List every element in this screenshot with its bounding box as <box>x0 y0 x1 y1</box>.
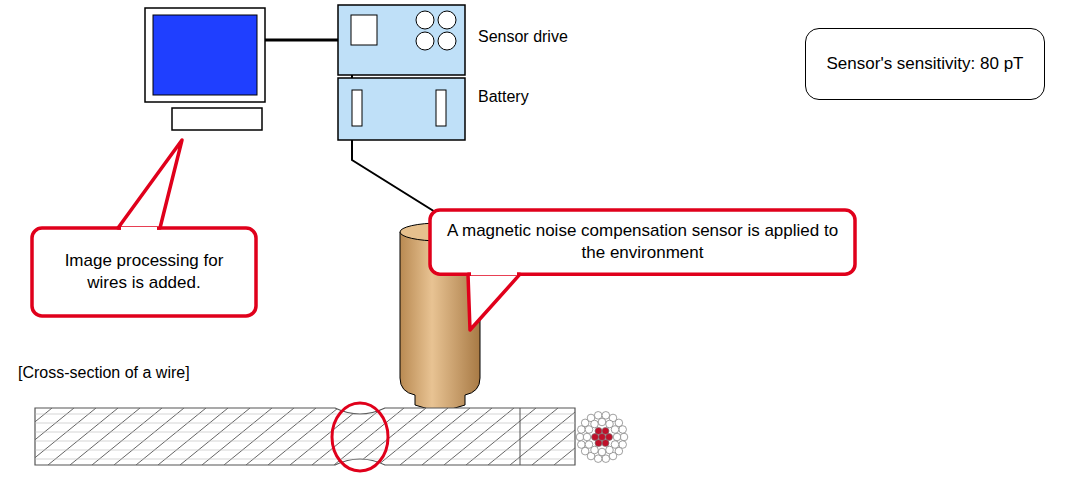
strand-line <box>202 408 272 465</box>
strand-line <box>466 408 536 465</box>
strand-line <box>180 408 250 465</box>
strand-line <box>4 408 74 465</box>
strand-circle <box>594 455 602 463</box>
strand-line <box>48 408 118 465</box>
strand-circle <box>591 420 599 428</box>
strand-line <box>444 408 514 465</box>
strand-circle <box>585 441 593 449</box>
callout-tail <box>468 274 520 330</box>
strand-line <box>554 408 624 465</box>
strand-line <box>35 450 575 451</box>
strand-circle <box>578 441 586 449</box>
strand-circle <box>576 433 584 441</box>
callout-box: Image processing for wires is added. <box>32 228 256 316</box>
strand-line <box>70 408 140 465</box>
callout-tail <box>118 140 182 228</box>
strand-line <box>92 408 162 465</box>
figure-label: [Cross-section of a wire] <box>18 364 190 382</box>
strand-circle <box>599 434 606 441</box>
strand-line <box>158 408 228 465</box>
strand-circle <box>594 412 602 420</box>
cable <box>265 39 338 42</box>
strand-line <box>422 408 492 465</box>
callout-join <box>121 227 157 232</box>
strand-line <box>400 408 470 465</box>
strand-line <box>0 408 30 465</box>
strand-line <box>576 408 646 465</box>
strand-line <box>26 408 96 465</box>
node-text: Sensor's sensitivity: 80 pT <box>827 53 1024 75</box>
strand-line <box>35 459 575 460</box>
strand-line <box>312 408 382 465</box>
callout-join <box>471 270 517 275</box>
strand-line <box>224 408 294 465</box>
strand-line <box>35 423 575 424</box>
strand-circle <box>620 433 628 441</box>
strand-line <box>136 408 206 465</box>
sensor-drive-unit <box>338 5 465 140</box>
strand-line <box>268 408 338 465</box>
wire-cross-section <box>576 412 628 463</box>
strand-circle <box>613 433 621 441</box>
strand-line <box>290 408 360 465</box>
strand-line <box>356 408 426 465</box>
strand-line <box>35 414 575 415</box>
strand-circle <box>611 426 619 434</box>
callout-outline <box>32 228 256 316</box>
strand-line <box>35 432 575 433</box>
node-text: A magnetic noise compensation sensor is … <box>442 220 843 264</box>
defect-marker <box>332 403 388 471</box>
strand-line <box>334 408 404 465</box>
strand-circle <box>619 426 627 434</box>
strand-circle <box>602 455 610 463</box>
strand-circle <box>583 433 591 441</box>
part-label: Sensor drive <box>478 28 568 46</box>
strand-circle <box>602 412 610 420</box>
strand-line <box>246 408 316 465</box>
strand-line <box>0 408 52 465</box>
strand-circle <box>606 446 614 454</box>
strand-circle <box>598 448 606 456</box>
strand-line <box>35 441 575 442</box>
node-text: Image processing for wires is added. <box>44 250 244 294</box>
strand-line <box>532 408 602 465</box>
callout-box: A magnetic noise compensation sensor is … <box>430 210 855 274</box>
strand-line <box>510 408 580 465</box>
wire <box>0 408 668 465</box>
strand-circle <box>598 418 606 426</box>
callout-outline <box>430 210 855 274</box>
computer <box>145 8 265 130</box>
part-label: Battery <box>478 88 529 106</box>
info-box: Sensor's sensitivity: 80 pT <box>805 28 1045 100</box>
strand-line <box>488 408 558 465</box>
strand-line <box>598 408 668 465</box>
strand-line <box>114 408 184 465</box>
